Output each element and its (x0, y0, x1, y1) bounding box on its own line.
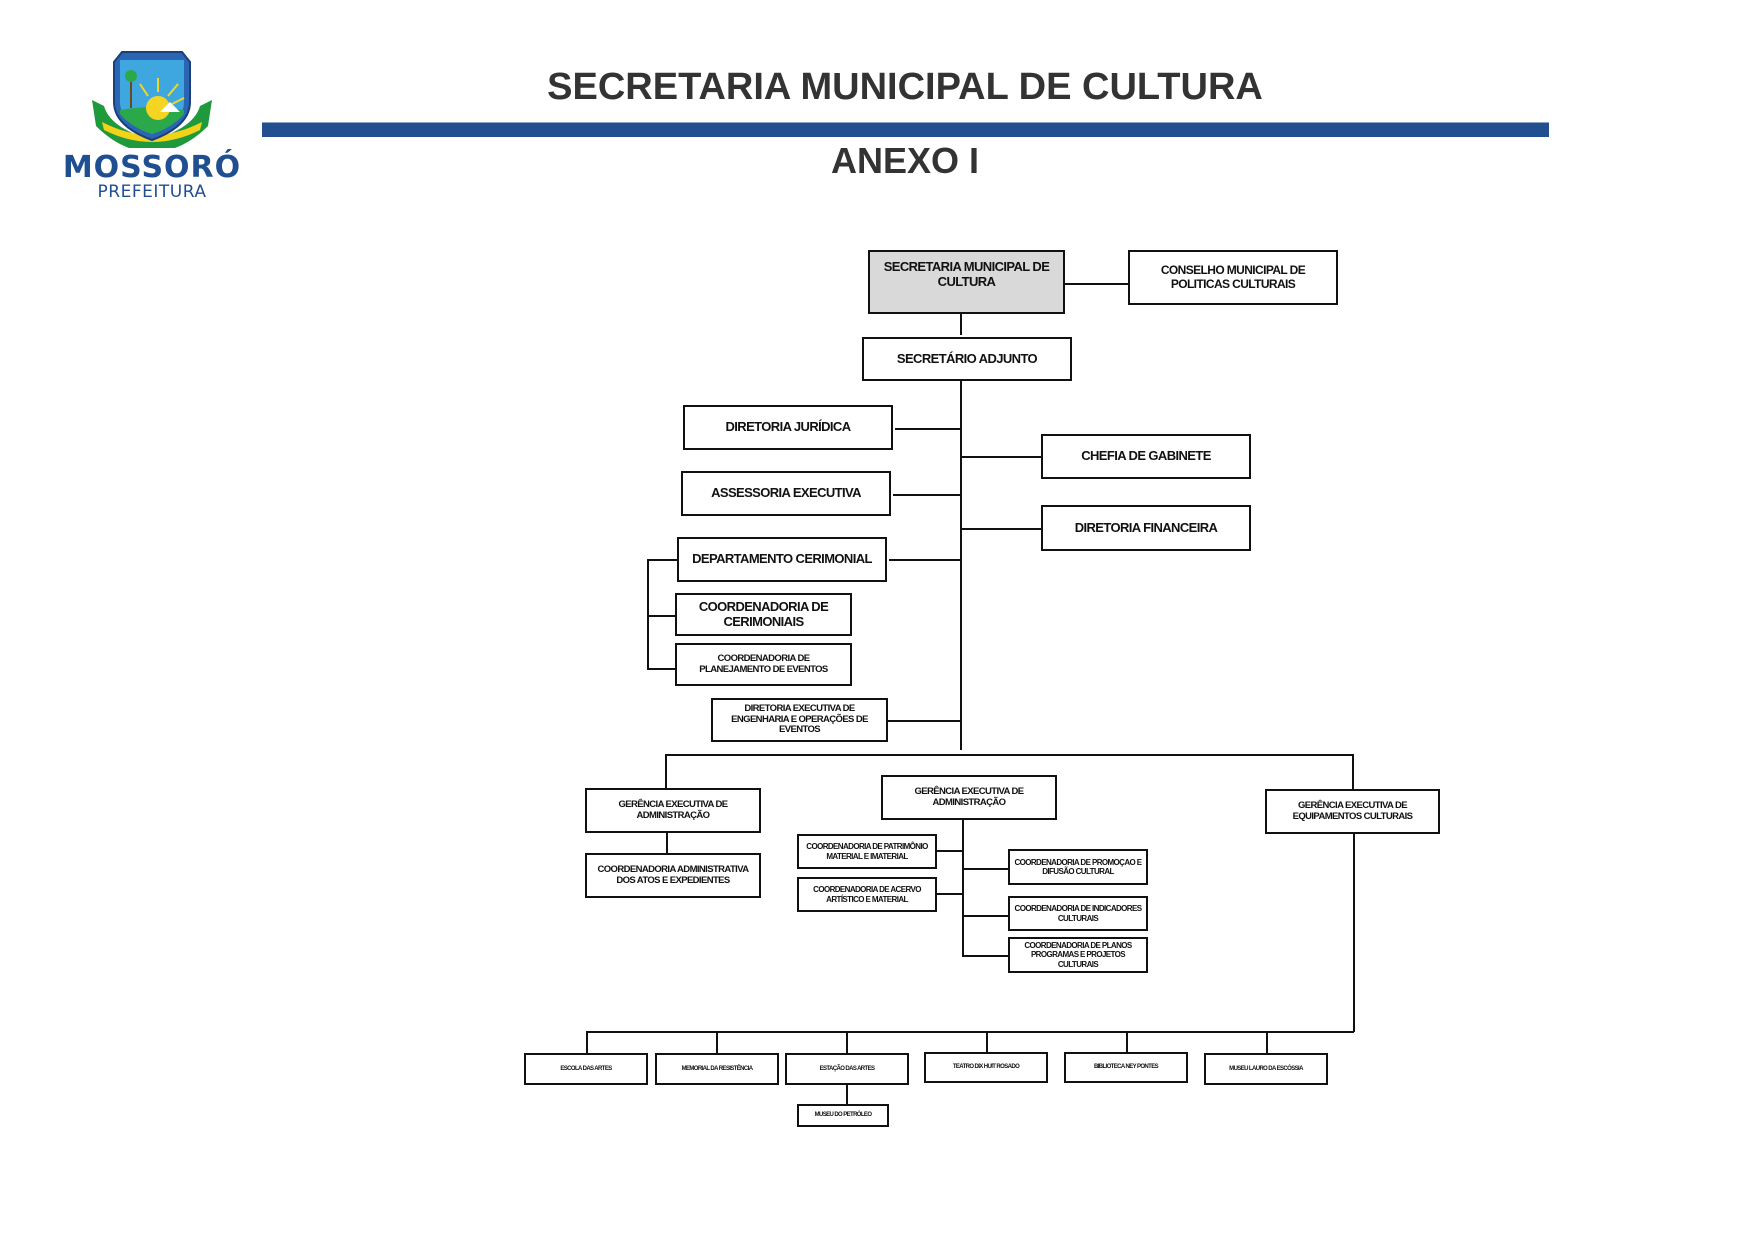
page-title: SECRETARIA MUNICIPAL DE CULTURA (547, 66, 1263, 108)
box-departamento-cerimonial: DEPARTAMENTO CERIMONIAL (677, 537, 887, 582)
connector (665, 754, 1353, 756)
box-coord-promocao: COORDENADORIA DE PROMOÇAO E DIFUSÃO CULT… (1008, 849, 1148, 885)
box-diretoria-engenharia: DIRETORIA EXECUTIVA DE ENGENHARIA E OPER… (711, 698, 888, 742)
main-spine (960, 378, 962, 750)
connector (893, 494, 961, 496)
connector (962, 820, 964, 956)
box-estacao-das-artes: ESTAÇÃO DAS ARTES (785, 1053, 909, 1085)
coat-of-arms-icon (92, 51, 212, 152)
connector (962, 868, 1009, 870)
logo-name: MOSSORÓ (62, 150, 242, 185)
connector (647, 559, 680, 561)
box-secretaria: SECRETARIA MUNICIPAL DE CULTURA (868, 250, 1065, 314)
header-divider (262, 122, 1549, 137)
connector (962, 915, 1009, 917)
connector (960, 528, 1044, 530)
connector (846, 1031, 848, 1053)
box-coord-atos-expedientes: COORDENADORIA ADMINISTRATIVA DOS ATOS E … (585, 853, 761, 898)
connector (586, 1031, 1354, 1033)
page-subtitle: ANEXO I (830, 140, 980, 181)
connector (666, 833, 668, 854)
connector (960, 313, 962, 335)
box-gerencia-equipamentos: GERÊNCIA EXECUTIVA DE EQUIPAMENTOS CULTU… (1265, 789, 1440, 834)
mossoro-logo: MOSSORÓ PREFEITURA (62, 48, 242, 208)
connector (1352, 754, 1354, 790)
connector (647, 615, 677, 617)
box-assessoria-executiva: ASSESSORIA EXECUTIVA (681, 471, 891, 516)
box-diretoria-juridica: DIRETORIA JURÍDICA (683, 405, 893, 450)
connector (937, 850, 963, 852)
box-coord-patrimonio: COORDENADORIA DE PATRIMÔNIO MATERIAL E I… (797, 834, 937, 869)
connector (647, 668, 677, 670)
box-gerencia-adm-left: GERÊNCIA EXECUTIVA DE ADMINISTRAÇÃO (585, 788, 761, 833)
box-coord-indicadores: COORDENADORIA DE INDICADORES CULTURAIS (1008, 896, 1148, 931)
connector (895, 428, 961, 430)
connector (1064, 283, 1132, 285)
box-coord-cerimoniais: COORDENADORIA DE CERIMONIAIS (675, 593, 852, 636)
connector (716, 1031, 718, 1053)
box-coord-acervo: COORDENADORIA DE ACERVO ARTÍSTICO E MATE… (797, 877, 937, 912)
connector (986, 1031, 988, 1053)
connector (888, 720, 961, 722)
connector (937, 893, 963, 895)
connector (962, 955, 1009, 957)
connector (846, 1085, 848, 1105)
logo-subtitle: PREFEITURA (97, 182, 207, 202)
connector (889, 559, 961, 561)
connector (665, 754, 667, 788)
connector (1266, 1031, 1268, 1053)
box-biblioteca-ney-pontes: BIBLIOTECA NEY PONTES (1064, 1052, 1188, 1083)
box-secretario-adjunto: SECRETÁRIO ADJUNTO (862, 337, 1072, 381)
box-museu-petroleo: MUSEU DO PETRÓLEO (797, 1104, 889, 1127)
box-memorial-resistencia: MEMORIAL DA RESISTÊNCIA (655, 1053, 779, 1085)
box-museu-lauro-escossia: MUSEU LAURO DA ESCÓSSIA (1204, 1053, 1328, 1085)
box-diretoria-financeira: DIRETORIA FINANCEIRA (1041, 505, 1251, 551)
box-conselho: CONSELHO MUNICIPAL DE POLITICAS CULTURAI… (1128, 250, 1338, 305)
connector (960, 456, 1044, 458)
box-coord-planejamento-eventos: COORDENADORIA DE PLANEJAMENTO DE EVENTOS (675, 643, 852, 686)
box-teatro-dix-huit-rosado: TEATRO DIX HUIT ROSADO (924, 1052, 1048, 1083)
box-chefia-gabinete: CHEFIA DE GABINETE (1041, 434, 1251, 479)
connector (586, 1031, 588, 1053)
box-escola-das-artes: ESCOLA DAS ARTES (524, 1053, 648, 1085)
box-gerencia-adm-center: GERÊNCIA EXECUTIVA DE ADMINISTRAÇÃO (881, 775, 1057, 820)
connector (1126, 1031, 1128, 1053)
connector (647, 559, 649, 669)
connector (1353, 834, 1355, 1032)
box-coord-planos: COORDENADORIA DE PLANOS PROGRAMAS E PROJ… (1008, 937, 1148, 973)
